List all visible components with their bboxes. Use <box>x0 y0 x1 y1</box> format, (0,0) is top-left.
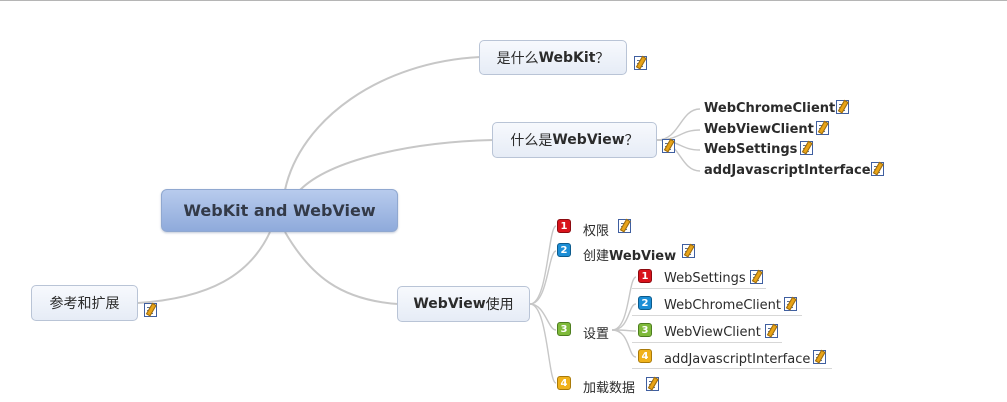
topic-what-webview-keyword: WebView <box>552 132 625 148</box>
priority-4-icon: 4 <box>638 349 652 363</box>
note-icon[interactable] <box>682 244 695 258</box>
note-icon[interactable] <box>784 297 797 311</box>
priority-3-icon: 3 <box>557 322 571 336</box>
priority-4-icon: 4 <box>557 376 571 390</box>
central-topic[interactable]: WebKit and WebView <box>161 189 398 232</box>
usage-item-4[interactable]: 加载数据 <box>583 381 636 396</box>
settings-item-2[interactable]: WebChromeClient <box>664 298 781 313</box>
link-usage-2 <box>529 250 557 305</box>
priority-2-icon: 2 <box>557 243 571 257</box>
link-settings-2 <box>611 303 637 331</box>
note-icon[interactable] <box>871 162 884 176</box>
priority-2-icon: 2 <box>638 296 652 310</box>
settings-item-1[interactable]: WebSettings <box>664 271 746 286</box>
note-icon[interactable] <box>813 350 826 364</box>
priority-1-icon: 1 <box>557 219 571 233</box>
topic-what-webview-pre: 什么是 <box>510 133 553 149</box>
link-what-webkit <box>284 56 481 191</box>
settings-underline-2 <box>632 315 802 316</box>
usage-item-2[interactable]: 创建WebView <box>583 245 676 264</box>
priority-1-icon: 1 <box>638 269 652 283</box>
topic-what-webkit-post: ？ <box>595 50 610 67</box>
note-icon[interactable] <box>836 100 849 114</box>
webview-child-2[interactable]: WebViewClient <box>704 122 814 137</box>
usage-item-2-keyword: WebView <box>609 249 677 264</box>
topic-what-webkit-pre: 是什么 <box>496 50 539 67</box>
settings-underline-4 <box>632 368 832 369</box>
link-settings-1 <box>611 276 637 331</box>
note-icon[interactable] <box>662 139 675 153</box>
note-icon[interactable] <box>634 56 647 70</box>
topic-what-webview-post: ？ <box>624 133 639 149</box>
topic-webview-use-post: 使用 <box>485 297 514 313</box>
note-icon[interactable] <box>800 141 813 155</box>
link-settings-4 <box>611 329 637 358</box>
link-usage-4 <box>529 303 557 384</box>
note-icon[interactable] <box>765 324 778 338</box>
top-border <box>0 0 1007 1</box>
topic-webview-use-keyword: WebView <box>413 296 486 312</box>
settings-underline-3 <box>632 342 782 343</box>
priority-3-icon: 3 <box>638 323 652 337</box>
note-icon[interactable] <box>816 121 829 135</box>
topic-reference[interactable]: 参考和扩展 <box>31 285 138 321</box>
usage-item-3[interactable]: 设置 <box>583 327 610 342</box>
webview-child-4[interactable]: addJavascriptInterface <box>704 163 871 178</box>
note-icon[interactable] <box>618 219 631 233</box>
usage-item-1[interactable]: 权限 <box>583 224 610 239</box>
topic-what-webkit-keyword: WebKit <box>538 49 596 66</box>
link-what-webview <box>299 139 494 191</box>
link-webview-use <box>284 231 399 305</box>
note-icon[interactable] <box>750 270 763 284</box>
link-reference <box>137 231 271 304</box>
link-usage-1 <box>529 225 557 305</box>
note-icon[interactable] <box>144 303 157 317</box>
webview-child-3[interactable]: WebSettings <box>704 142 798 157</box>
settings-item-4[interactable]: addJavascriptInterface <box>664 352 811 367</box>
usage-item-2-pre: 创建 <box>583 249 610 264</box>
settings-underline-1 <box>632 288 766 289</box>
webview-child-1[interactable]: WebChromeClient <box>704 101 836 116</box>
note-icon[interactable] <box>646 377 659 391</box>
settings-item-3[interactable]: WebViewClient <box>664 325 761 340</box>
